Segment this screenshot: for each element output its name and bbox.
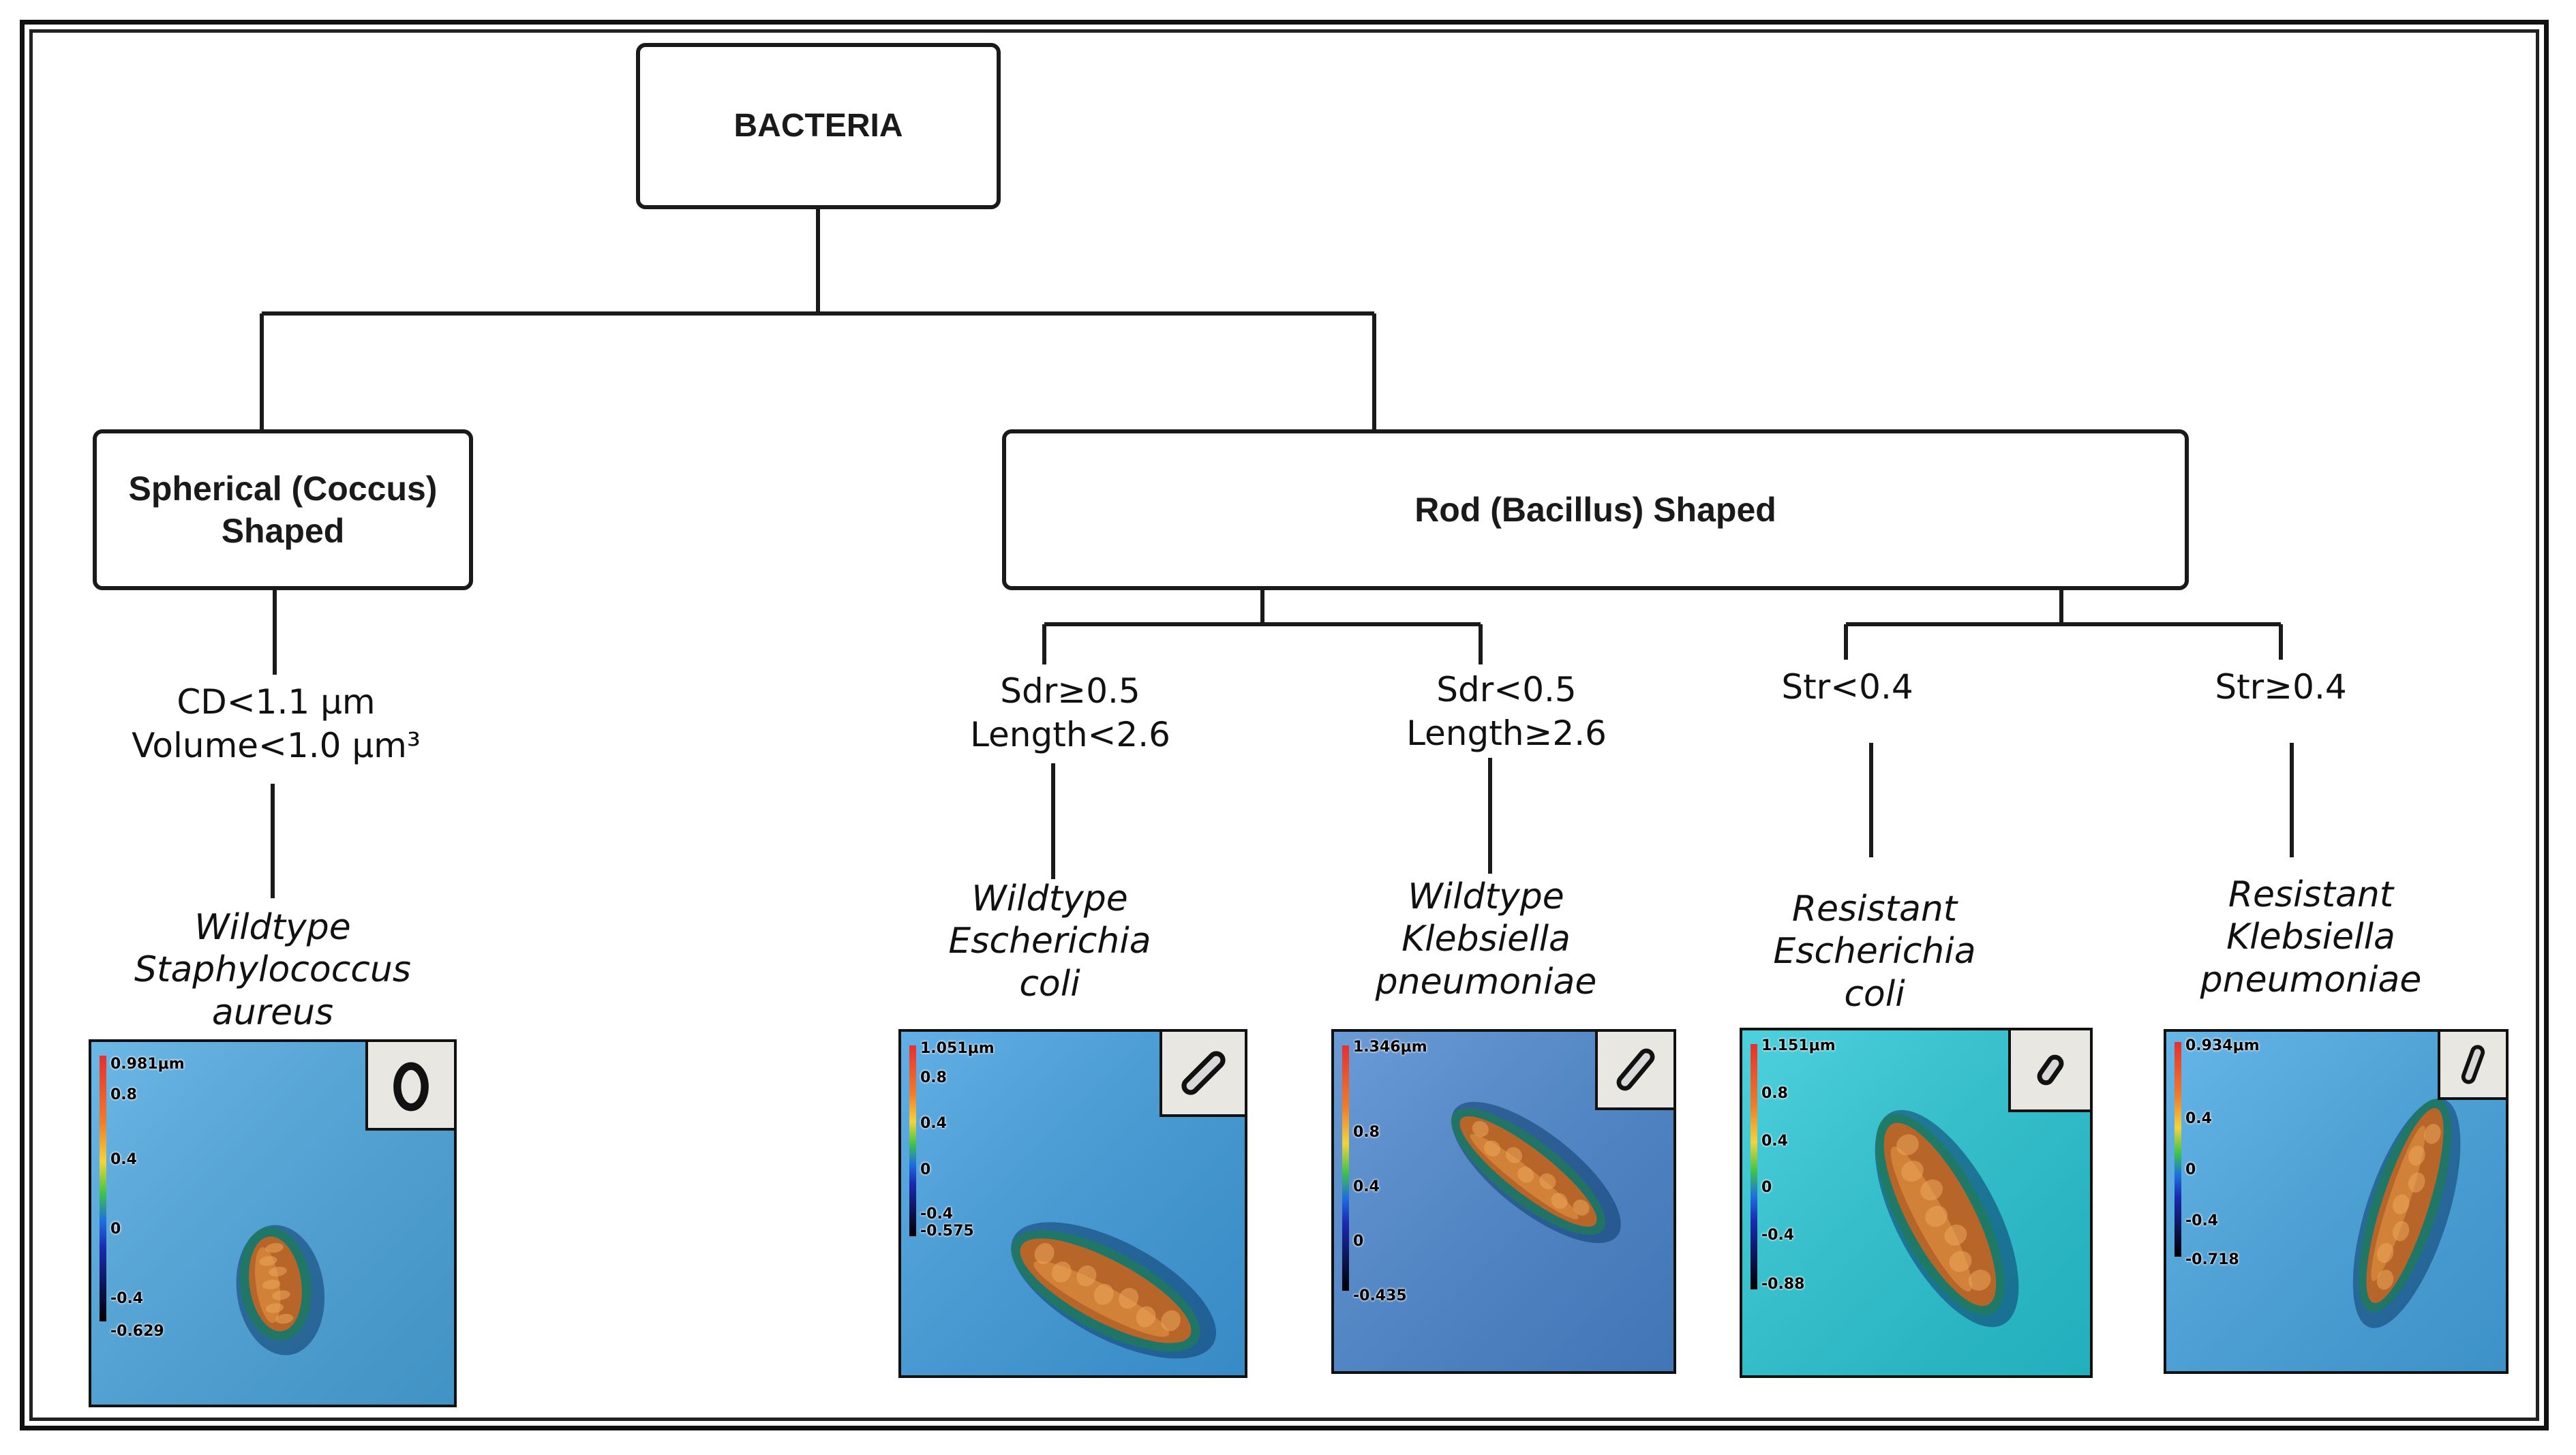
scale-tick-label: 0.934μm	[2185, 1037, 2260, 1054]
condition-bacillus-c: Str<0.4	[1781, 667, 1913, 707]
condition-bacillus-a: Sdr≥0.5 Length<2.6	[970, 671, 1170, 754]
outer-border	[20, 20, 2549, 1430]
scale-tick-label: 0	[110, 1221, 121, 1238]
bacterium-cell	[236, 1225, 325, 1356]
condition-bacillus-b: Sdr<0.5 Length≥2.6	[1406, 670, 1607, 753]
afm-panel-res-kpneu: 0.934μm 0.4 0 -0.4 -0.718	[2164, 1029, 2509, 1374]
scale-tick-label: 0.8	[920, 1069, 947, 1086]
height-color-scale	[2175, 1042, 2181, 1257]
scale-tick-label: -0.4	[110, 1290, 144, 1307]
scale-tick-label: 1.346μm	[1353, 1039, 1427, 1056]
afm-surface	[901, 1032, 1245, 1375]
scale-tick-label: -0.4	[2185, 1212, 2219, 1229]
scale-tick-label: 0.8	[1353, 1124, 1380, 1141]
scale-tick-label: -0.575	[920, 1223, 974, 1240]
category-node-bacillus: Rod (Bacillus) Shaped	[1002, 429, 2189, 590]
bacterium-cell	[1451, 1101, 1621, 1244]
scale-tick-label: 0.981μm	[110, 1056, 185, 1073]
scale-tick-label: -0.88	[1761, 1276, 1805, 1293]
condition-bacillus-d: Str≥0.4	[2215, 667, 2347, 707]
category-coccus-label: Spherical (Coccus) Shaped	[128, 469, 438, 551]
scale-tick-label: 0.4	[110, 1151, 137, 1168]
optical-inset	[1160, 1032, 1245, 1117]
category-bacillus-label: Rod (Bacillus) Shaped	[1414, 490, 1776, 529]
scale-tick-label: 0	[1761, 1179, 1772, 1196]
scale-tick-label: 0.8	[1761, 1085, 1788, 1102]
bacterium-cell	[1011, 1222, 1216, 1359]
optical-inset	[365, 1042, 454, 1131]
scale-tick-label: 0	[2185, 1161, 2196, 1178]
scale-tick-label: 0.4	[2185, 1110, 2212, 1127]
height-color-scale	[909, 1045, 916, 1236]
optical-inset-cell	[2461, 1045, 2485, 1084]
scale-tick-label: -0.4	[920, 1206, 954, 1223]
scale-tick-label: 0	[1353, 1233, 1364, 1250]
scale-tick-label: -0.435	[1353, 1287, 1407, 1304]
scale-tick-label: 0.4	[1353, 1178, 1380, 1195]
optical-inset-cell	[2037, 1054, 2064, 1086]
afm-panel-wt-kpneu: 1.346μm 0.8 0.4 0 -0.435	[1331, 1029, 1676, 1374]
root-node-bacteria: BACTERIA	[636, 43, 1001, 209]
bacterium-cell	[2352, 1098, 2461, 1328]
scale-tick-label: 0.4	[1761, 1133, 1788, 1150]
optical-inset-cell	[1181, 1051, 1226, 1095]
species-label-s-aureus: Wildtype Staphylococcus aureus	[134, 907, 411, 1033]
optical-inset	[2008, 1030, 2090, 1112]
species-label-res-kpneu: Resistant Klebsiella pneumoniae	[2200, 874, 2422, 1000]
scale-tick-label: -0.718	[2185, 1251, 2239, 1268]
scale-tick-label: 1.151μm	[1761, 1037, 1836, 1054]
scale-tick-label: 0.4	[920, 1115, 947, 1132]
optical-inset-cell	[1616, 1048, 1655, 1091]
height-color-scale	[1751, 1044, 1757, 1289]
scale-tick-label: -0.4	[1761, 1227, 1795, 1244]
category-node-coccus: Spherical (Coccus) Shaped	[93, 429, 473, 590]
scale-tick-label: 0.8	[110, 1086, 137, 1103]
optical-inset	[1595, 1032, 1673, 1110]
afm-panel-wt-ecoli: 1.051μm 0.8 0.4 0 -0.4-0.575	[898, 1029, 1247, 1378]
scale-tick-label: 0	[920, 1161, 931, 1178]
height-color-scale	[100, 1056, 106, 1321]
species-label-wt-kpneu: Wildtype Klebsiella pneumoniae	[1375, 876, 1597, 1002]
condition-coccus: CD<1.1 μm Volume<1.0 μm³	[132, 682, 421, 765]
scale-tick-label: 1.051μm	[920, 1040, 995, 1057]
species-label-wt-ecoli: Wildtype Escherichia coli	[948, 878, 1151, 1005]
height-color-scale	[1342, 1045, 1349, 1291]
inner-border	[29, 29, 2539, 1421]
root-node-label: BACTERIA	[733, 108, 903, 144]
afm-panel-s-aureus: 0.981μm 0.8 0.4 0 -0.4 -0.629	[89, 1039, 457, 1407]
optical-inset-cell	[393, 1062, 429, 1112]
species-label-res-ecoli: Resistant Escherichia coli	[1773, 889, 1976, 1015]
afm-panel-res-ecoli: 1.151μm 0.8 0.4 0 -0.4 -0.88	[1740, 1028, 2093, 1378]
optical-inset	[2438, 1032, 2506, 1100]
bacterium-cell	[1875, 1109, 2019, 1328]
scale-tick-label: -0.629	[110, 1323, 164, 1340]
